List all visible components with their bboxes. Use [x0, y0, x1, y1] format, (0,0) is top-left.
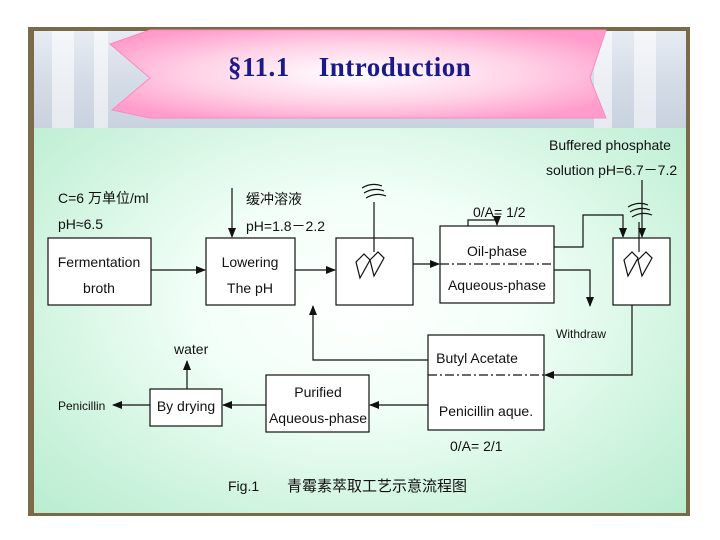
mixer-1-icon	[355, 183, 387, 280]
mixer-2-icon	[623, 202, 653, 278]
lowering-ph-box	[205, 237, 296, 306]
slide-title: §11.1 Introduction	[228, 52, 471, 83]
fermentation-broth-box	[47, 237, 152, 306]
purified-aqueous-box	[265, 374, 370, 433]
fermentation-label: Fermentation	[58, 254, 140, 270]
arrow-ext2-to-butyl	[544, 305, 633, 379]
section-title: Introduction	[318, 52, 472, 82]
extractor-2-box	[612, 237, 671, 306]
broth-label: broth	[83, 280, 115, 296]
buffered-phosphate-label: Buffered phosphate	[549, 137, 671, 153]
diagram-background	[34, 128, 686, 513]
oil-phase-label: Oil-phase	[467, 243, 527, 259]
water-label: water	[173, 341, 209, 357]
purified-aqueous-label: Aqueous-phase	[269, 410, 367, 426]
arrow-oil-to-ext2	[554, 214, 627, 248]
oa-ratio-1-label: 0/A= 1/2	[473, 204, 526, 220]
by-drying-label: By drying	[157, 398, 215, 414]
withdraw-label: Withdraw	[556, 327, 606, 341]
purified-label: Purified	[294, 384, 341, 400]
section-number: §11.1	[228, 52, 290, 82]
penicillin-aque-label: Penicillin aque.	[439, 403, 533, 419]
butyl-acetate-label: Butyl Acetate	[436, 350, 518, 366]
feed-concentration-label: C=6 万单位/ml	[58, 190, 149, 206]
title-banner	[109, 29, 607, 119]
arrow-recycle	[309, 305, 428, 361]
figure-caption: 青霉素萃取工艺示意流程图	[287, 477, 467, 495]
aqueous-phase-label: Aqueous-phase	[448, 277, 546, 293]
the-ph-label: The pH	[227, 280, 273, 296]
butyl-acetate-box	[427, 334, 545, 431]
oa-ratio-2-label: 0/A= 2/1	[450, 438, 503, 454]
figure-number-label: Fig.1	[228, 478, 259, 494]
buffer-solution-label: 缓冲溶液	[246, 191, 302, 207]
buffered-solution-ph-label: solution pH=6.7－7.2	[546, 162, 677, 178]
buffer-ph-label: pH=1.8－2.2	[246, 218, 325, 234]
arrow-withdraw	[554, 269, 594, 307]
arrow-oa-to-sep	[467, 216, 501, 226]
feed-ph-label: pH≈6.5	[58, 216, 103, 232]
lowering-label: Lowering	[222, 254, 279, 270]
penicillin-label: Penicillin	[58, 399, 105, 413]
